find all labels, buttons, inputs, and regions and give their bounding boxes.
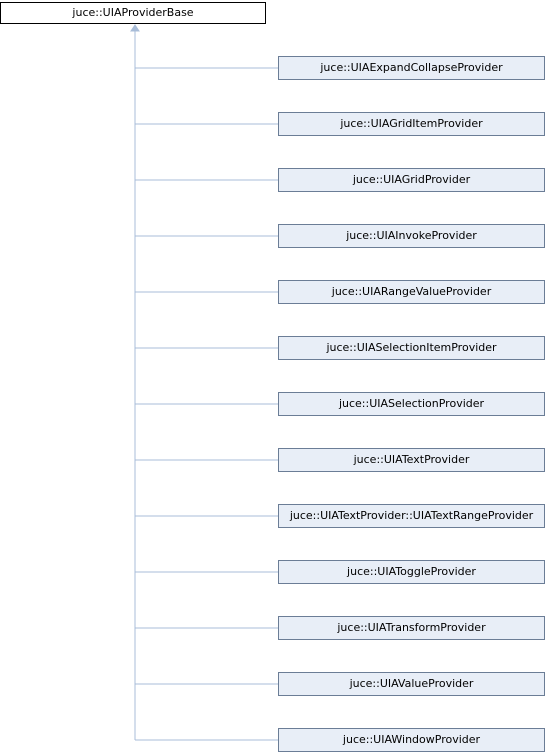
derived-class-node[interactable]: juce::UIARangeValueProvider [278, 280, 545, 304]
derived-class-node[interactable]: juce::UIAExpandCollapseProvider [278, 56, 545, 80]
derived-class-node[interactable]: juce::UIATransformProvider [278, 616, 545, 640]
derived-class-node[interactable]: juce::UIATextProvider::UIATextRangeProvi… [278, 504, 545, 528]
derived-class-node[interactable]: juce::UIASelectionItemProvider [278, 336, 545, 360]
derived-class-node[interactable]: juce::UIAInvokeProvider [278, 224, 545, 248]
derived-class-node[interactable]: juce::UIAToggleProvider [278, 560, 545, 584]
derived-class-node[interactable]: juce::UIATextProvider [278, 448, 545, 472]
base-class-node[interactable]: juce::UIAProviderBase [0, 2, 266, 24]
inheritance-branches [135, 67, 278, 741]
derived-class-node[interactable]: juce::UIAGridItemProvider [278, 112, 545, 136]
derived-class-node[interactable]: juce::UIAGridProvider [278, 168, 545, 192]
inheritance-arrowhead [130, 24, 140, 32]
derived-class-node[interactable]: juce::UIAValueProvider [278, 672, 545, 696]
derived-class-node[interactable]: juce::UIASelectionProvider [278, 392, 545, 416]
derived-class-node[interactable]: juce::UIAWindowProvider [278, 728, 545, 752]
